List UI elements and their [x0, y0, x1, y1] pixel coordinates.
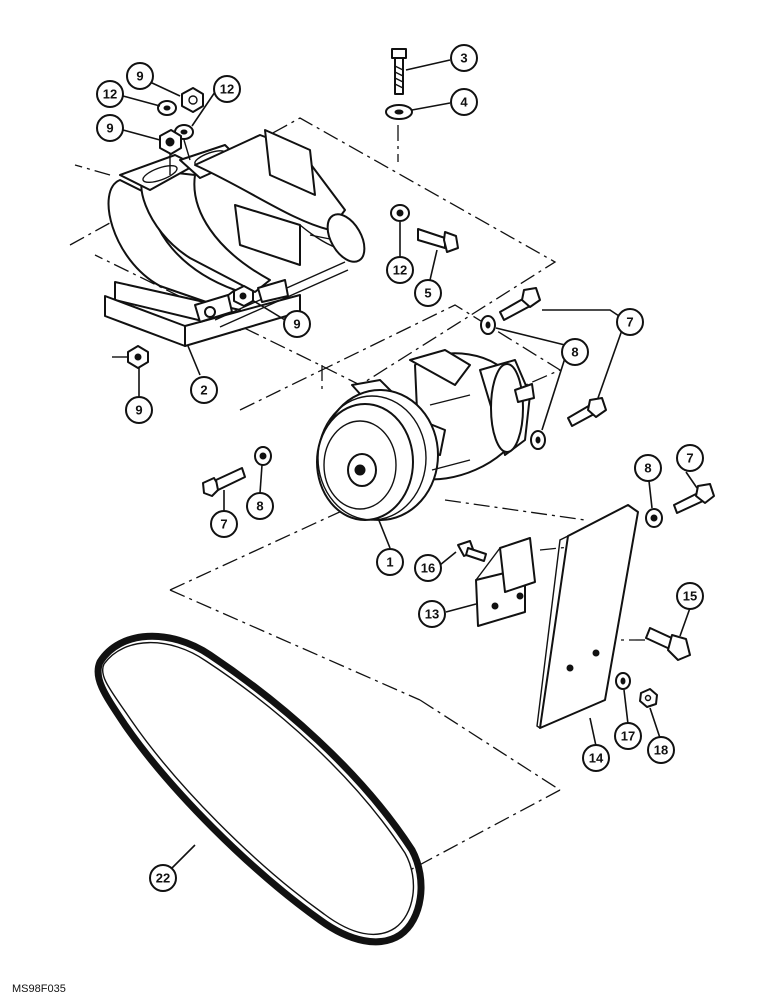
svg-text:22: 22 — [156, 871, 170, 886]
bolt-5 — [417, 228, 459, 253]
bolt-7-right — [567, 397, 607, 427]
svg-text:7: 7 — [686, 451, 693, 466]
washer-12-mid — [390, 204, 410, 222]
washer-17 — [615, 672, 631, 690]
bolt-16 — [457, 540, 487, 562]
adjusting-arm — [536, 504, 639, 729]
washer-8-right — [530, 430, 546, 450]
callout-22: 22 — [149, 864, 177, 892]
callout-8-lower-left: 8 — [246, 492, 274, 520]
svg-text:12: 12 — [393, 263, 407, 278]
callout-13: 13 — [418, 600, 446, 628]
callout-7-lower-left: 7 — [210, 510, 238, 538]
callout-2: 2 — [190, 376, 218, 404]
washer-8-lower-left — [254, 446, 272, 466]
bolt-7-far-right — [673, 483, 715, 514]
callout-15: 15 — [676, 582, 704, 610]
svg-text:12: 12 — [220, 82, 234, 97]
callout-4: 4 — [450, 88, 478, 116]
nut-9-bottom — [127, 345, 149, 369]
mounting-bracket — [104, 129, 366, 347]
svg-text:17: 17 — [621, 729, 635, 744]
callout-14: 14 — [582, 744, 610, 772]
callout-9-top: 9 — [126, 62, 154, 90]
callout-16: 16 — [414, 554, 442, 582]
callout-7-upper: 7 — [616, 308, 644, 336]
callout-9-mid: 9 — [283, 310, 311, 338]
nut-9-top — [181, 87, 204, 113]
hardware — [112, 48, 715, 708]
svg-text:16: 16 — [421, 561, 435, 576]
ac-compressor — [316, 349, 535, 521]
callout-8-upper: 8 — [561, 338, 589, 366]
svg-text:8: 8 — [644, 461, 651, 476]
nut-9-left — [159, 129, 182, 155]
callout-5: 5 — [414, 279, 442, 307]
bolt-7-lower-left — [202, 467, 246, 497]
washer-12-top-left — [157, 100, 177, 116]
svg-text:2: 2 — [200, 383, 207, 398]
callout-8-far-right: 8 — [634, 454, 662, 482]
bolt-3 — [391, 48, 407, 95]
washer-8-far-right — [645, 508, 663, 528]
svg-text:14: 14 — [589, 751, 604, 766]
svg-text:5: 5 — [424, 286, 431, 301]
callout-17: 17 — [614, 722, 642, 750]
figure-code: MS98F035 — [12, 983, 66, 995]
svg-text:7: 7 — [626, 315, 633, 330]
svg-text:9: 9 — [106, 121, 113, 136]
svg-text:1: 1 — [386, 555, 393, 570]
svg-text:15: 15 — [683, 589, 697, 604]
callout-9-left: 9 — [96, 114, 124, 142]
svg-text:4: 4 — [460, 95, 468, 110]
svg-text:18: 18 — [654, 743, 668, 758]
svg-text:9: 9 — [135, 403, 142, 418]
svg-text:3: 3 — [460, 51, 467, 66]
callout-18: 18 — [647, 736, 675, 764]
callout-9-bottom: 9 — [125, 396, 153, 424]
svg-text:9: 9 — [136, 69, 143, 84]
nut-9-mid — [233, 285, 254, 307]
leader-lines — [122, 59, 698, 869]
svg-text:13: 13 — [425, 607, 439, 622]
callout-12-mid: 12 — [386, 256, 414, 284]
callout-12-right: 12 — [213, 75, 241, 103]
callout-3: 3 — [450, 44, 478, 72]
bolt-15 — [645, 627, 691, 661]
svg-text:12: 12 — [103, 87, 117, 102]
svg-text:9: 9 — [293, 317, 300, 332]
svg-text:7: 7 — [220, 517, 227, 532]
callout-7-far-right: 7 — [676, 444, 704, 472]
adjusting-bracket — [475, 537, 536, 627]
drive-belt — [94, 632, 425, 946]
nut-18 — [639, 688, 658, 708]
callout-12-left: 12 — [96, 80, 124, 108]
washer-4 — [385, 104, 413, 120]
callout-1: 1 — [376, 548, 404, 576]
bolt-7-upper — [499, 287, 541, 321]
svg-text:8: 8 — [256, 499, 263, 514]
svg-text:8: 8 — [571, 345, 578, 360]
washer-8-upper — [480, 315, 496, 335]
